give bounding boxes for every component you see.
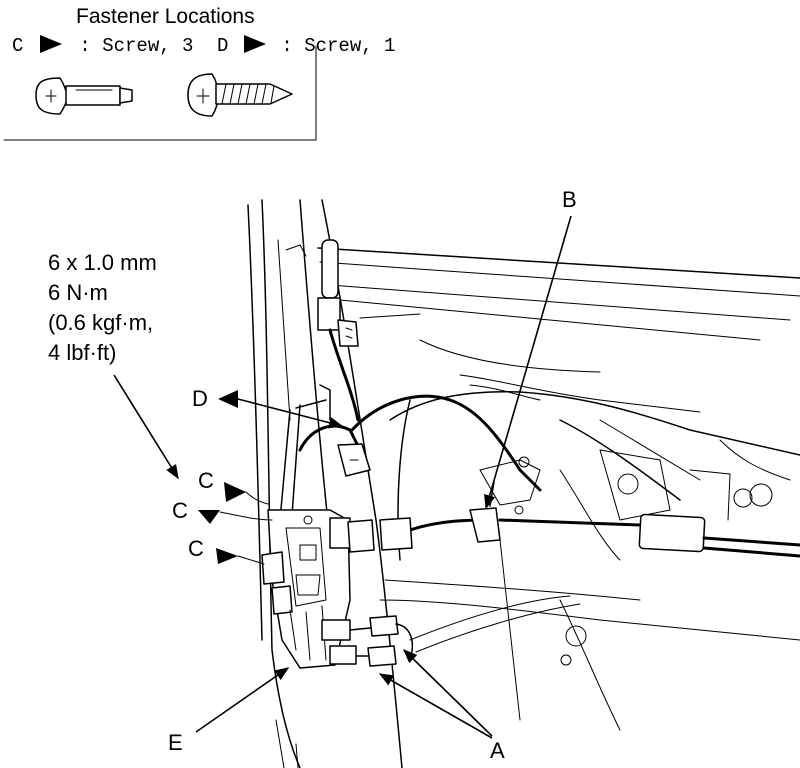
callouts: B D C C C E A bbox=[113, 187, 577, 763]
door-latch-actuator bbox=[261, 424, 414, 669]
spec-line-nm: 6 N·m bbox=[48, 280, 108, 305]
inner-handle-cable bbox=[350, 394, 581, 653]
legend-c-arrow-icon bbox=[40, 35, 62, 53]
lock-rod-assembly bbox=[279, 239, 360, 521]
tapping-screw-icon bbox=[187, 73, 293, 117]
fastener-legend: Fastener Locations C : Screw, 3 D : Scre… bbox=[3, 5, 395, 141]
spec-leader-arrow bbox=[113, 374, 179, 480]
callout-c-middle-arrow-icon bbox=[198, 510, 220, 524]
callout-b-leader bbox=[484, 215, 572, 510]
machine-screw-icon bbox=[35, 77, 133, 115]
legend-d-arrow-icon bbox=[244, 35, 266, 53]
callout-d-leader bbox=[237, 398, 344, 429]
spec-line-kgf: (0.6 kgf·m, bbox=[48, 310, 153, 335]
legend-c-letter: C bbox=[12, 35, 23, 57]
callout-d: D bbox=[192, 386, 208, 411]
outer-handle-cable bbox=[379, 481, 800, 558]
callout-e-leader bbox=[195, 667, 290, 733]
spec-line-size: 6 x 1.0 mm bbox=[48, 250, 157, 275]
callout-c-upper: C bbox=[198, 468, 214, 493]
callout-a-leader-left bbox=[378, 673, 493, 739]
callout-b: B bbox=[562, 187, 577, 212]
legend-d-letter: D bbox=[217, 35, 228, 57]
callout-c-lower-arrow-icon bbox=[216, 548, 238, 564]
legend-title: Fastener Locations bbox=[76, 5, 255, 28]
callout-a: A bbox=[490, 738, 505, 763]
spec-line-lbf: 4 lbf·ft) bbox=[48, 340, 116, 365]
callout-a-leader-right bbox=[402, 648, 493, 737]
callout-c-upper-arrow-icon bbox=[224, 482, 246, 502]
callout-c-middle: C bbox=[172, 498, 188, 523]
torque-spec: 6 x 1.0 mm 6 N·m (0.6 kgf·m, 4 lbf·ft) bbox=[48, 250, 157, 365]
door-frame bbox=[247, 199, 800, 768]
callout-d-arrow-icon bbox=[218, 390, 238, 408]
legend-c-text: : Screw, 3 bbox=[68, 35, 193, 57]
callout-c-lower: C bbox=[188, 536, 204, 561]
callout-e: E bbox=[168, 730, 183, 755]
legend-d-text: : Screw, 1 bbox=[270, 35, 395, 57]
